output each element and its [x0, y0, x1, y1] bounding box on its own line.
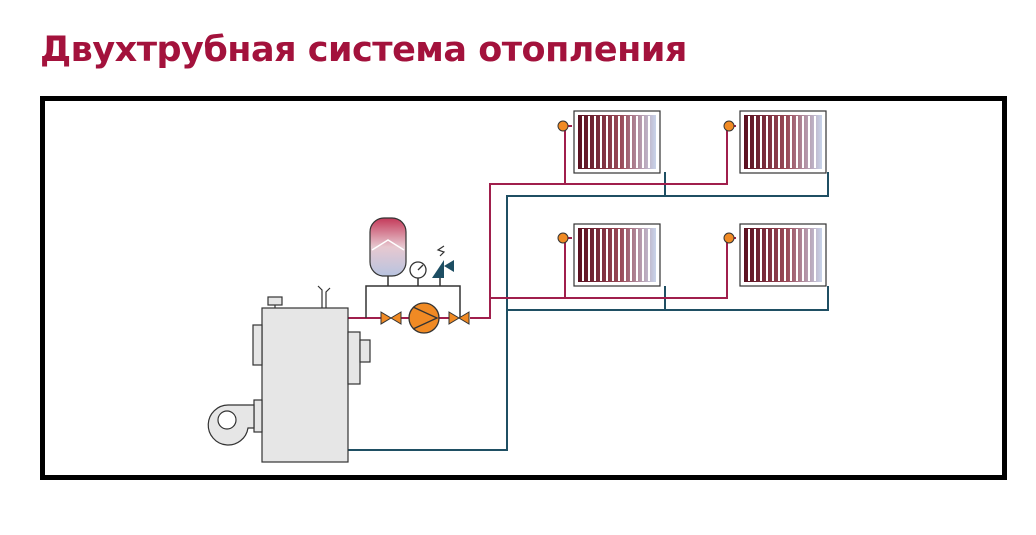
radiator-bottom-left: [573, 223, 661, 287]
burner-icon: [207, 399, 263, 446]
radiator-valve-icon: [723, 232, 735, 244]
valve-icon: [448, 311, 470, 325]
gauge-icon: [409, 261, 427, 286]
radiator-bottom-right: [739, 223, 827, 287]
valve-icon: [380, 311, 402, 325]
return-pipes: [348, 172, 829, 451]
radiator-valve-icon: [557, 120, 569, 132]
radiator-top-right: [739, 110, 827, 174]
pump-icon: [408, 302, 440, 334]
supply-pipes: [348, 125, 736, 319]
radiator-valve-icon: [723, 120, 735, 132]
page-title: Двухтрубная система отопления: [40, 30, 687, 70]
radiator-valve-icon: [557, 232, 569, 244]
diagram-frame: [40, 96, 1007, 480]
safety-valve-icon: [432, 245, 454, 286]
radiator-top-left: [573, 110, 661, 174]
boiler-icon: [252, 285, 371, 463]
expansion-tank-icon: [369, 217, 407, 286]
